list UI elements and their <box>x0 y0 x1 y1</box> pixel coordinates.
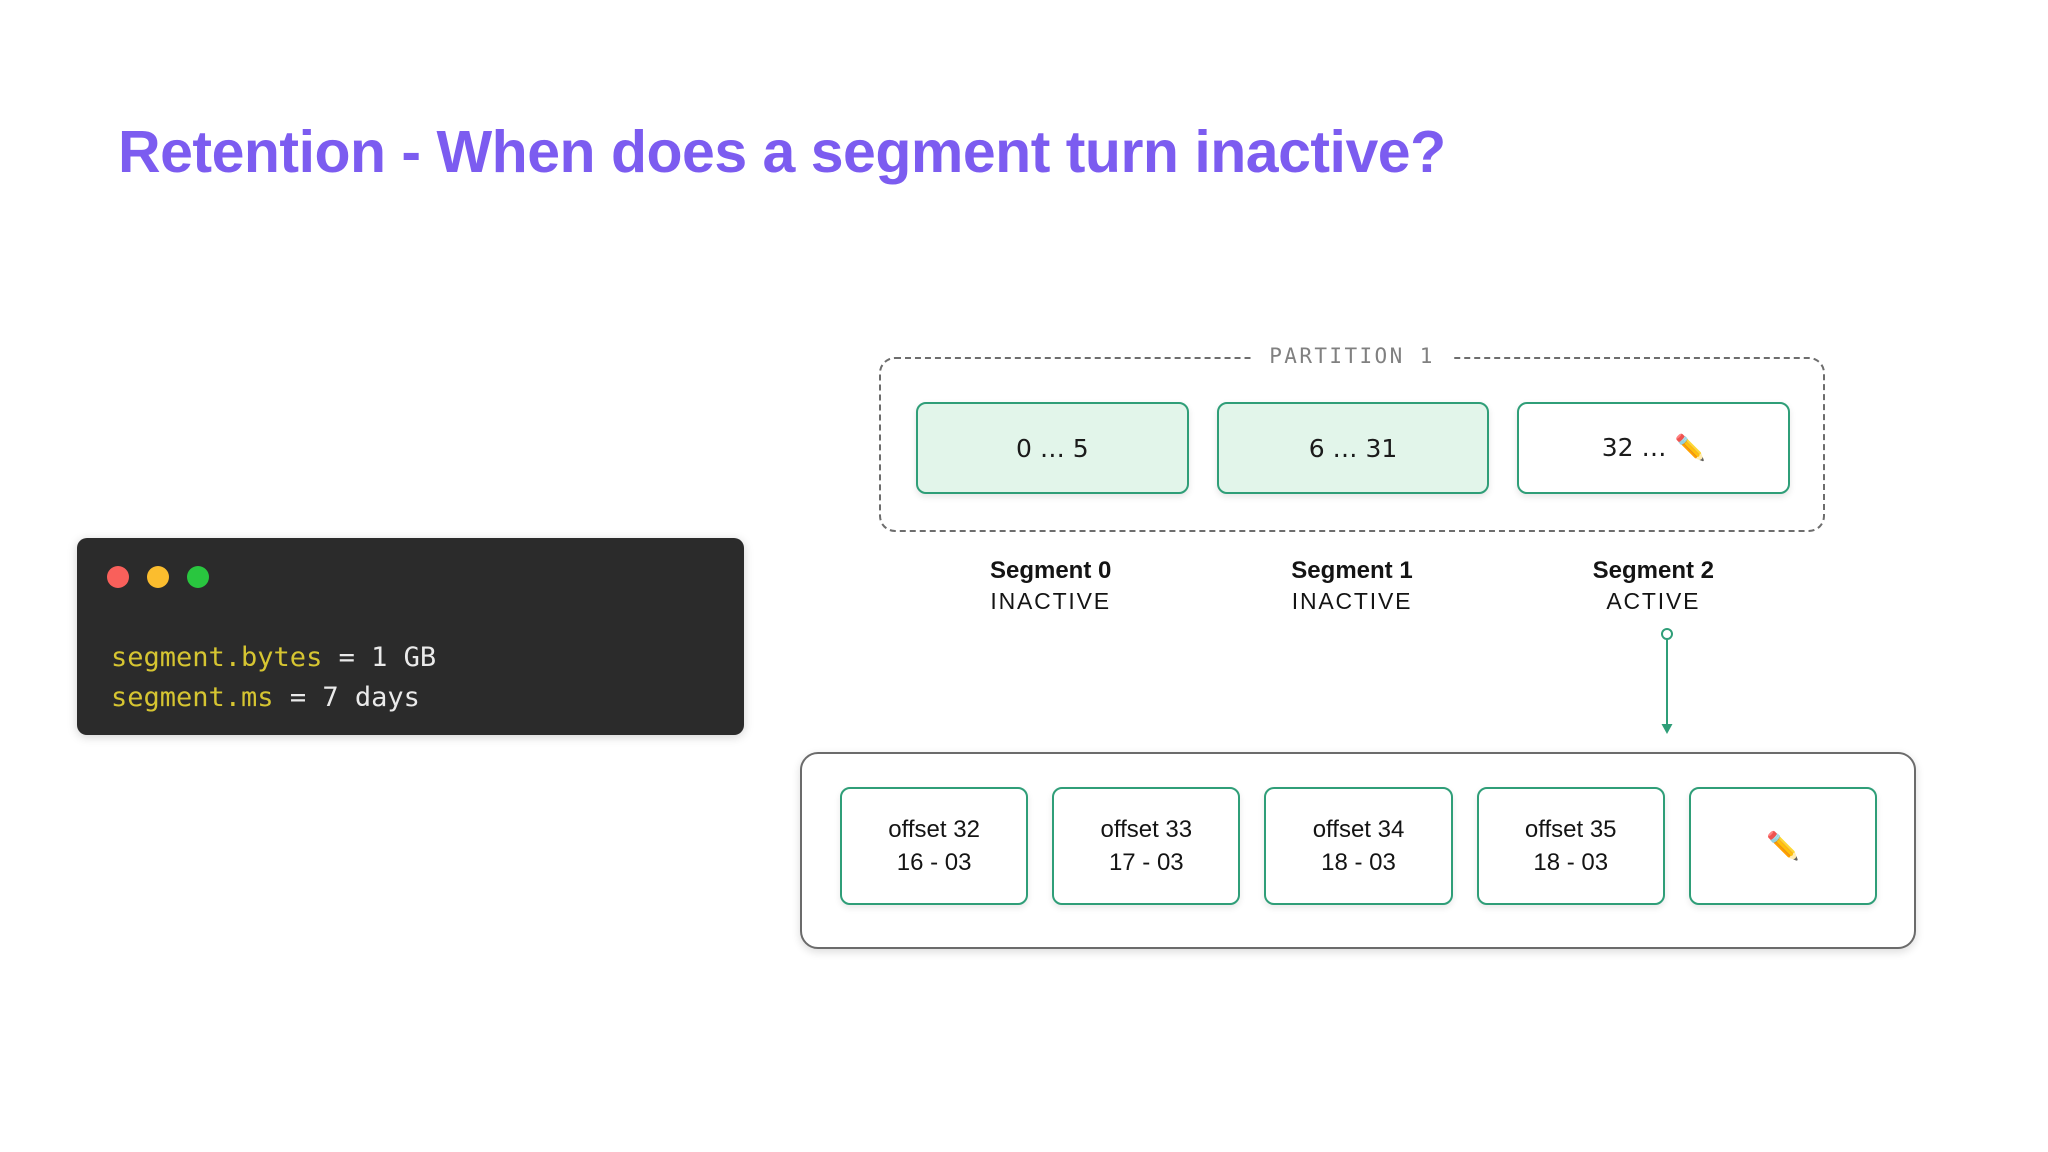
segment-range-label: 6 … 31 <box>1308 433 1398 463</box>
offset-id: offset 35 <box>1524 816 1617 843</box>
segment-range-label: 0 … 5 <box>1015 433 1089 463</box>
pencil-icon: ✏️ <box>1766 830 1800 862</box>
close-icon[interactable] <box>107 566 129 588</box>
offset-box-35[interactable]: offset 35 18 - 03 <box>1476 787 1665 905</box>
config-key: segment.ms <box>111 682 274 713</box>
config-value: = 7 days <box>273 682 420 713</box>
offset-box-32[interactable]: offset 32 16 - 03 <box>840 787 1029 905</box>
segment-name: Segment 2 <box>1592 557 1714 584</box>
offset-id: offset 33 <box>1100 816 1193 843</box>
offsets-row: offset 32 16 - 03 offset 33 17 - 03 offs… <box>840 787 1878 905</box>
status-badge: INACTIVE <box>1291 588 1413 614</box>
segment-box-1[interactable]: 6 … 31 <box>1216 402 1490 494</box>
segment-box-0[interactable]: 0 … 5 <box>916 402 1189 494</box>
offset-box-34[interactable]: offset 34 18 - 03 <box>1264 787 1453 905</box>
segment-name: Segment 0 <box>989 557 1112 584</box>
offset-id: offset 32 <box>888 816 980 843</box>
maximize-icon[interactable] <box>187 566 209 588</box>
offset-date: 18 - 03 <box>1533 849 1609 876</box>
connector-arrow-icon <box>1661 628 1673 734</box>
offset-date: 18 - 03 <box>1321 849 1396 876</box>
code-line: segment.ms = 7 days <box>111 678 728 718</box>
segments-row: 0 … 5 6 … 31 32 … ✏️ <box>916 402 1791 494</box>
offset-date: 17 - 03 <box>1108 849 1184 876</box>
minimize-icon[interactable] <box>147 566 169 588</box>
status-badge: INACTIVE <box>990 588 1111 614</box>
config-key: segment.bytes <box>111 642 323 673</box>
partition-label: PARTITION 1 <box>1251 340 1453 372</box>
offset-box-next[interactable]: ✏️ <box>1688 787 1878 905</box>
active-segment-container: offset 32 16 - 03 offset 33 17 - 03 offs… <box>800 752 1916 949</box>
status-badge: ACTIVE <box>1606 588 1701 614</box>
terminal-code-block: segment.bytes = 1 GB segment.ms = 7 days <box>111 638 728 718</box>
code-line: segment.bytes = 1 GB <box>111 638 728 678</box>
offset-id: offset 34 <box>1312 816 1405 843</box>
partition-container: PARTITION 1 0 … 5 6 … 31 32 … ✏️ <box>879 340 1825 532</box>
config-value: = 1 GB <box>322 642 437 673</box>
page-title: Retention - When does a segment turn ina… <box>118 119 1446 185</box>
segment-range-label: 32 … ✏️ <box>1601 433 1706 462</box>
offset-date: 16 - 03 <box>896 849 972 876</box>
segment-captions-row: Segment 0 INACTIVE Segment 1 INACTIVE Se… <box>879 556 1825 616</box>
segment-name: Segment 1 <box>1291 557 1413 584</box>
segment-caption-2: Segment 2 ACTIVE <box>1517 556 1790 616</box>
terminal-card: segment.bytes = 1 GB segment.ms = 7 days <box>77 538 744 735</box>
segment-caption-1: Segment 1 INACTIVE <box>1215 556 1488 616</box>
segment-caption-0: Segment 0 INACTIVE <box>914 556 1187 616</box>
segment-box-2[interactable]: 32 … ✏️ <box>1517 402 1791 494</box>
terminal-traffic-lights <box>107 566 209 588</box>
offset-box-33[interactable]: offset 33 17 - 03 <box>1052 787 1241 905</box>
